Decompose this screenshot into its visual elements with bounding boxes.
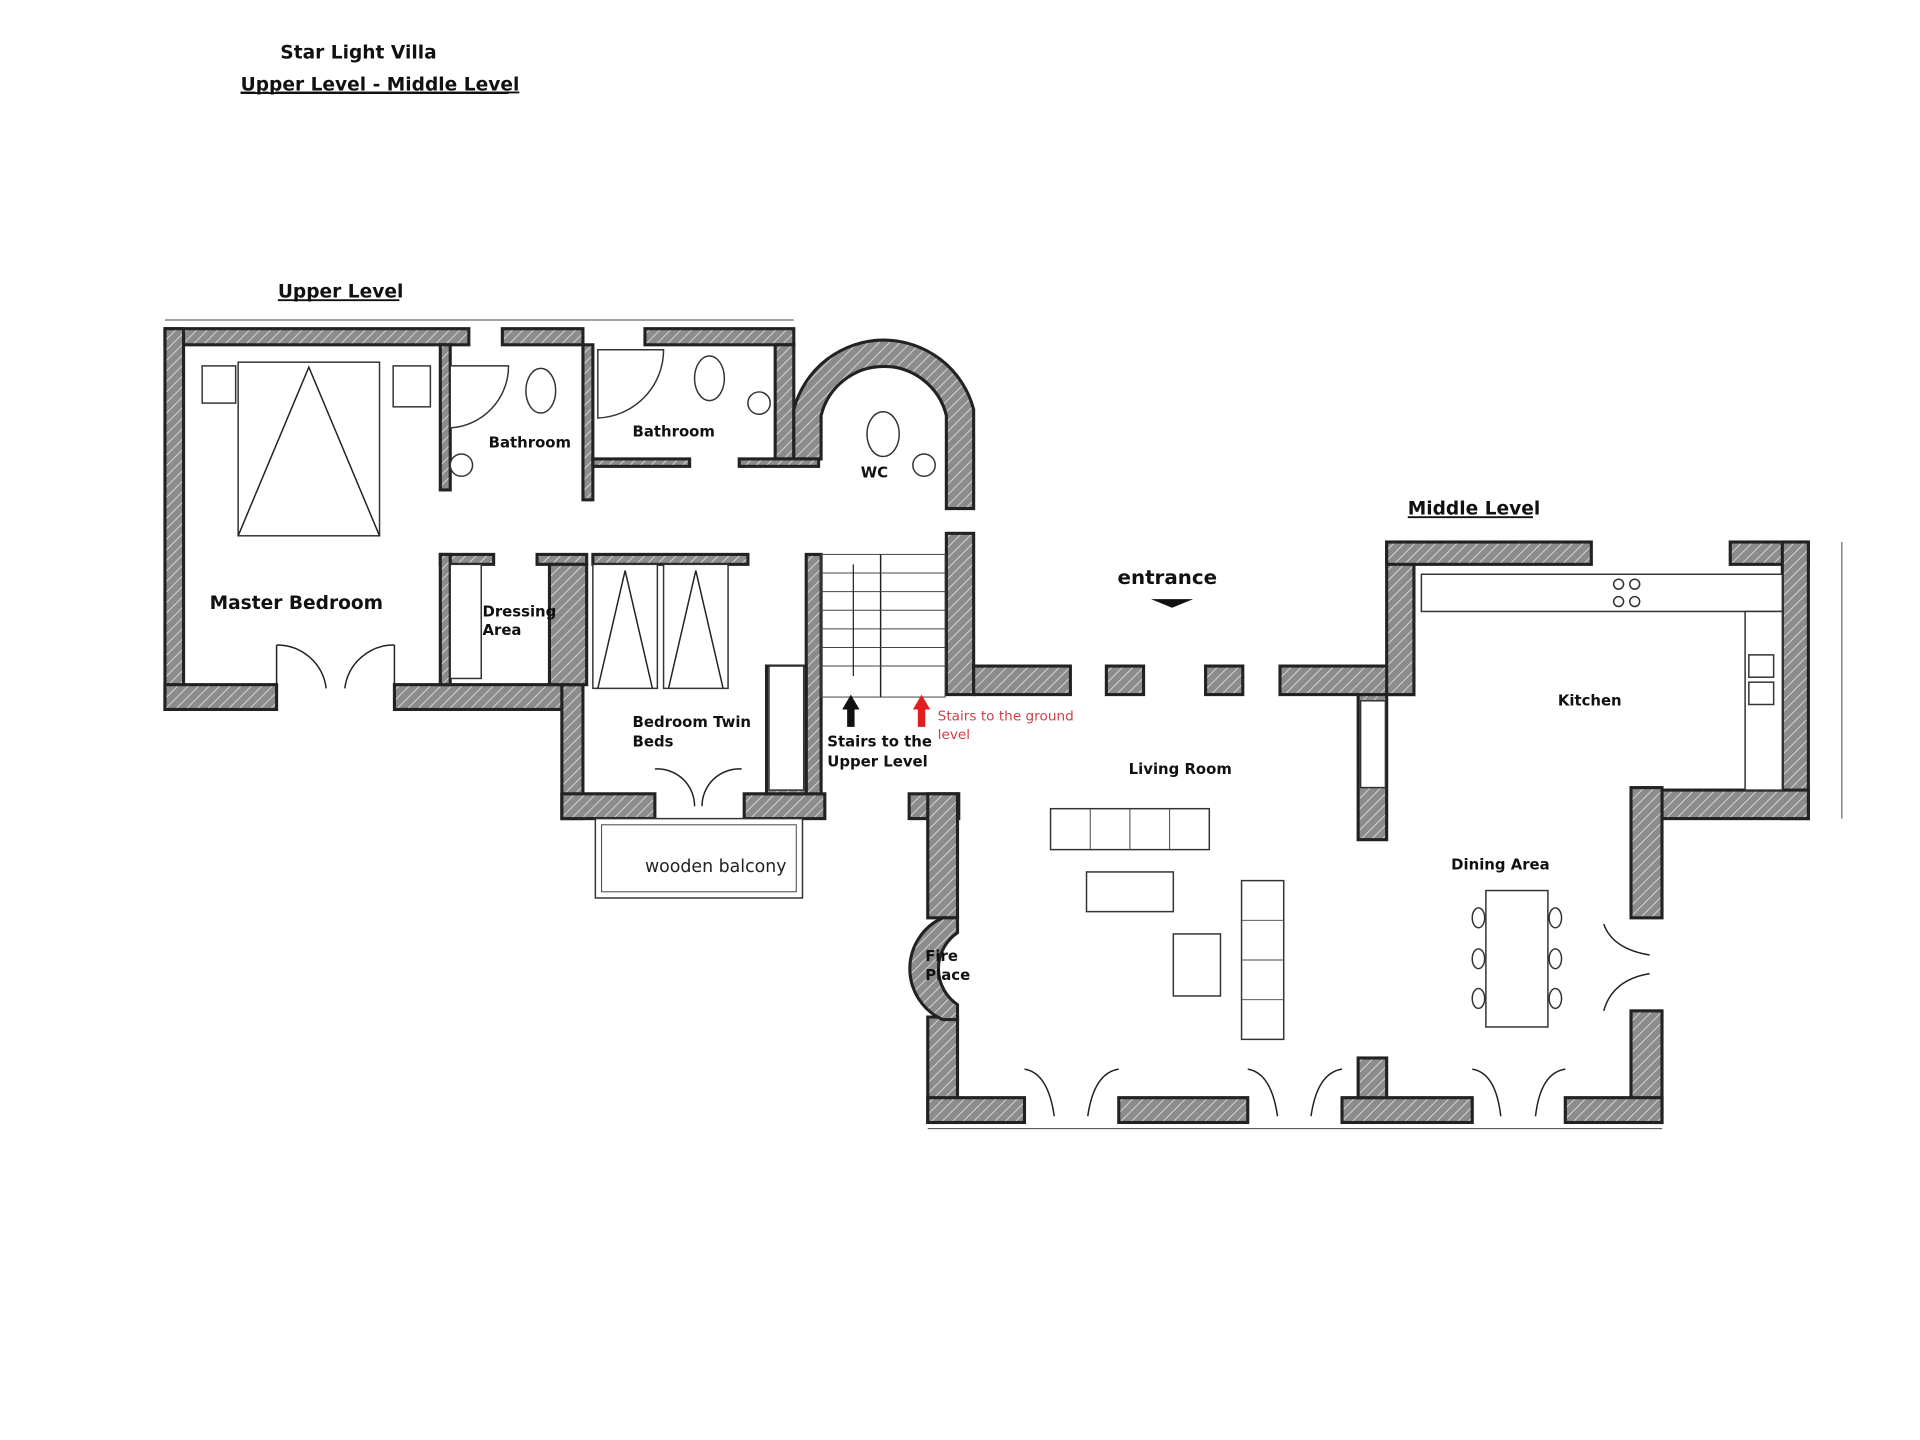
living-room-label: Living Room [1129, 760, 1232, 778]
bathroom-2-label: Bathroom [633, 423, 715, 441]
dressing-label-1: Dressing [482, 602, 556, 620]
upper-furniture: wooden balcony [201, 349, 936, 899]
twin-bedroom-label-1: Bedroom Twin [633, 713, 751, 731]
dining-area-label: Dining Area [1451, 855, 1550, 873]
entrance-label: entrance [1118, 566, 1218, 589]
stairs-up-label-1: Stairs to the [827, 733, 932, 751]
staircase [820, 553, 946, 698]
kitchen-label: Kitchen [1558, 692, 1622, 710]
stairs-down-label-1: Stairs to the ground [938, 709, 1074, 725]
master-bedroom-label: Master Bedroom [210, 593, 383, 614]
fireplace-label-2: Place [925, 966, 970, 984]
middle-level-walls [908, 540, 1843, 1130]
plan-title: Star Light Villa [280, 42, 436, 63]
stairs-down-label-2: level [938, 727, 970, 743]
twin-bedroom-label-2: Beds [633, 733, 674, 751]
balcony-label: wooden balcony [645, 857, 787, 877]
plan-subtitle: Upper Level - Middle Level [241, 75, 520, 96]
wc-label: WC [861, 464, 888, 482]
middle-level-heading: Middle Level [1408, 499, 1541, 520]
entrance-arrow-icon [1151, 599, 1194, 608]
upper-level-heading: Upper Level [278, 282, 404, 303]
middle-furniture [1024, 573, 1784, 1117]
arrow-down-icon [912, 694, 931, 727]
fireplace-label-1: Fire [925, 947, 958, 965]
arrow-up-icon [842, 694, 860, 727]
bathroom-1-label: Bathroom [489, 434, 571, 452]
dressing-label-2: Area [482, 621, 521, 639]
stairs-up-label-2: Upper Level [827, 753, 927, 771]
